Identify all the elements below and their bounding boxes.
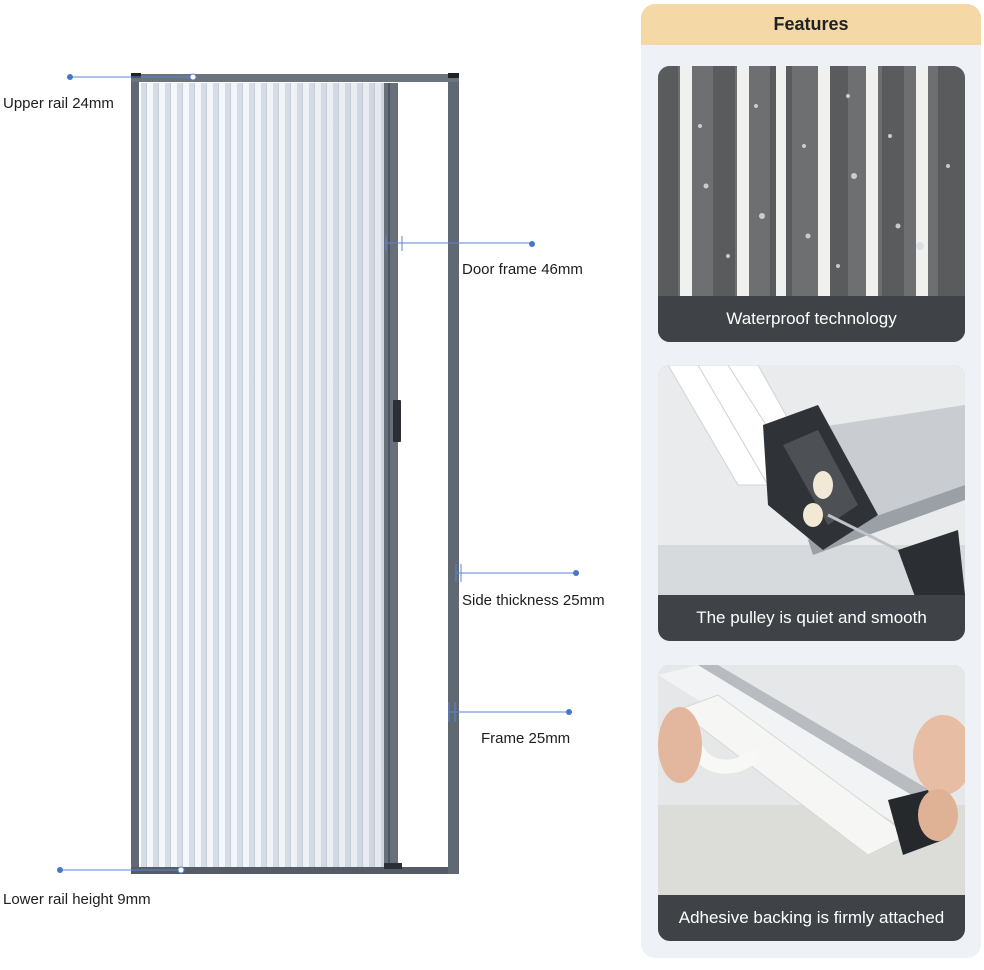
movable-bar	[384, 83, 398, 867]
side-thickness-label: Side thickness 25mm	[462, 592, 605, 609]
door-diagram: Upper rail 24mm Door frame 46mm Side thi…	[3, 73, 605, 908]
lower-rail	[131, 867, 459, 874]
feature-caption-pulley: The pulley is quiet and smooth	[658, 595, 965, 641]
lower-rail-label: Lower rail height 9mm	[3, 891, 151, 908]
upper-rail	[131, 74, 459, 82]
door-handle	[393, 400, 401, 442]
frame-label: Frame 25mm	[481, 730, 571, 747]
feature-card-adhesive: Adhesive backing is firmly attached	[658, 665, 965, 941]
feature-caption-adhesive: Adhesive backing is firmly attached	[658, 895, 965, 941]
feature-caption-waterproof: Waterproof technology	[658, 296, 965, 342]
feature-card-waterproof: Waterproof technology	[658, 66, 965, 342]
door-illustration	[57, 73, 579, 874]
feature-card-pulley: The pulley is quiet and smooth	[658, 365, 965, 641]
dimension-callouts	[57, 73, 579, 874]
features-header: Features	[641, 4, 981, 45]
side-bar	[448, 82, 459, 874]
upper-rail-label: Upper rail 24mm	[3, 95, 114, 112]
door-frame-label: Door frame 46mm	[462, 261, 583, 278]
features-panel: Features	[641, 4, 981, 958]
